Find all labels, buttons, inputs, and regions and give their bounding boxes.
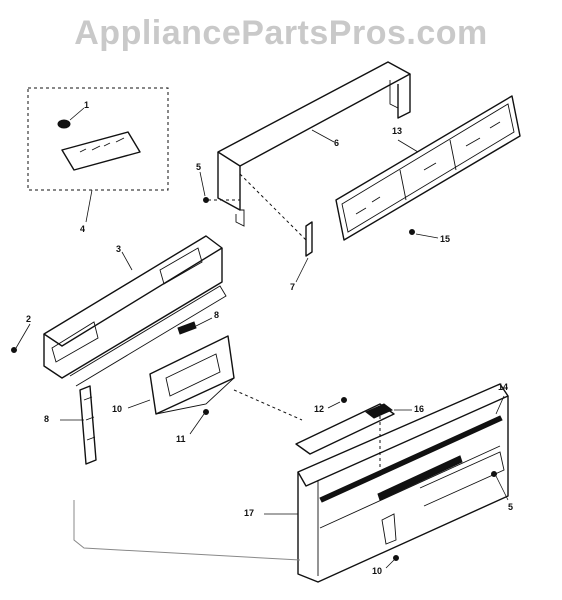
part-3-ridge [99,269,151,301]
part-8-left-bar [60,385,97,465]
part-4-plate [61,131,141,171]
part-13-control-panel [335,95,521,241]
callout-13: 13 [392,126,403,136]
part-10-outline [149,335,235,415]
part-2-screw [11,347,17,353]
callout-2: 2 [26,314,32,324]
part-16-strip [295,403,412,455]
callout-8-left: 8 [44,414,50,424]
part-16-body [295,403,395,455]
leader-3 [121,251,133,271]
watermark-text: AppliancePartsPros.com [74,14,488,52]
part-11-screw [203,409,209,415]
leader-4 [85,189,93,223]
part-5-screw-right [491,471,497,477]
part-8-spacer [177,321,197,335]
part-3-bottom-flange [69,285,227,387]
callout-11: 11 [176,434,186,444]
leader-10a [127,399,151,409]
part-7-bracket [239,173,313,283]
leader-5a [199,171,206,197]
leader-13 [397,139,419,153]
callout-10-upper: 10 [112,404,123,414]
part-17-top-edge [297,383,509,487]
leader-11 [189,413,205,435]
callout-3: 3 [116,244,122,254]
part-10-base [155,377,235,415]
part-13-outline [335,95,521,241]
callout-5-right: 5 [508,502,514,512]
part-10-window [165,353,221,397]
leader-12 [327,401,341,409]
callout-10-lower: 10 [372,566,383,576]
part-8-bar-notches [83,396,96,441]
part-13-dial-marks [355,121,501,215]
part-6-right-tab [389,80,399,109]
part-6-left-tab [235,209,245,227]
leader-15 [415,233,439,239]
callout-12: 12 [314,404,325,414]
part-3-housing [43,235,227,387]
part-6-left-end [217,152,241,211]
callout-7: 7 [290,282,296,292]
part-7-body [305,221,313,257]
scan-artifact-line [73,500,301,561]
part-12-screw [341,397,347,403]
part-17-front [297,396,509,583]
part-4-dashed-box [27,87,169,191]
part-6-top-face [217,61,411,167]
part-17-bracket [419,451,505,507]
leader-8a [195,317,213,327]
callout-1: 1 [84,100,90,110]
part-16-dark-end [365,403,393,419]
leader-6 [311,129,335,143]
part-6-right-end [397,74,411,119]
dash-10 [233,389,303,421]
part-10-screw [393,555,399,561]
part-10-frame [127,335,303,421]
dash-7 [239,173,307,241]
leader-2 [15,323,31,349]
callout-17: 17 [244,508,255,518]
leader-5b [495,475,509,501]
part-3-slot-left [51,321,99,363]
part-17-mid-rail [319,445,501,529]
part-5-screw-top [203,197,209,203]
part-3-slot-right [159,247,203,285]
leader-7 [295,257,309,283]
part-15-screw [409,229,415,235]
callout-14: 14 [498,382,509,392]
part-6-backguard [217,61,411,227]
part-14-body [319,415,503,503]
callout-5-top: 5 [196,162,202,172]
callout-15: 15 [440,234,451,244]
part-17-contacts [377,455,463,501]
part-4-plate-markings [79,137,125,153]
part-3-front [43,248,223,379]
callout-8-center: 8 [214,310,220,320]
leader-1 [69,107,85,121]
leader-10b [385,559,395,569]
part-4-assembly [27,87,169,223]
part-17-panel [264,383,509,583]
part-13-inner-frame [341,103,515,233]
part-17-clip [381,513,397,545]
callout-4: 4 [80,224,86,234]
part-13-dividers [399,139,457,201]
part-14-rod [319,395,505,503]
part-1-knob [57,119,71,129]
part-3-top [43,235,223,347]
callout-6: 6 [334,138,340,148]
part-8-bar-body [79,385,97,465]
callout-16: 16 [414,404,425,414]
leader-14 [495,395,505,415]
